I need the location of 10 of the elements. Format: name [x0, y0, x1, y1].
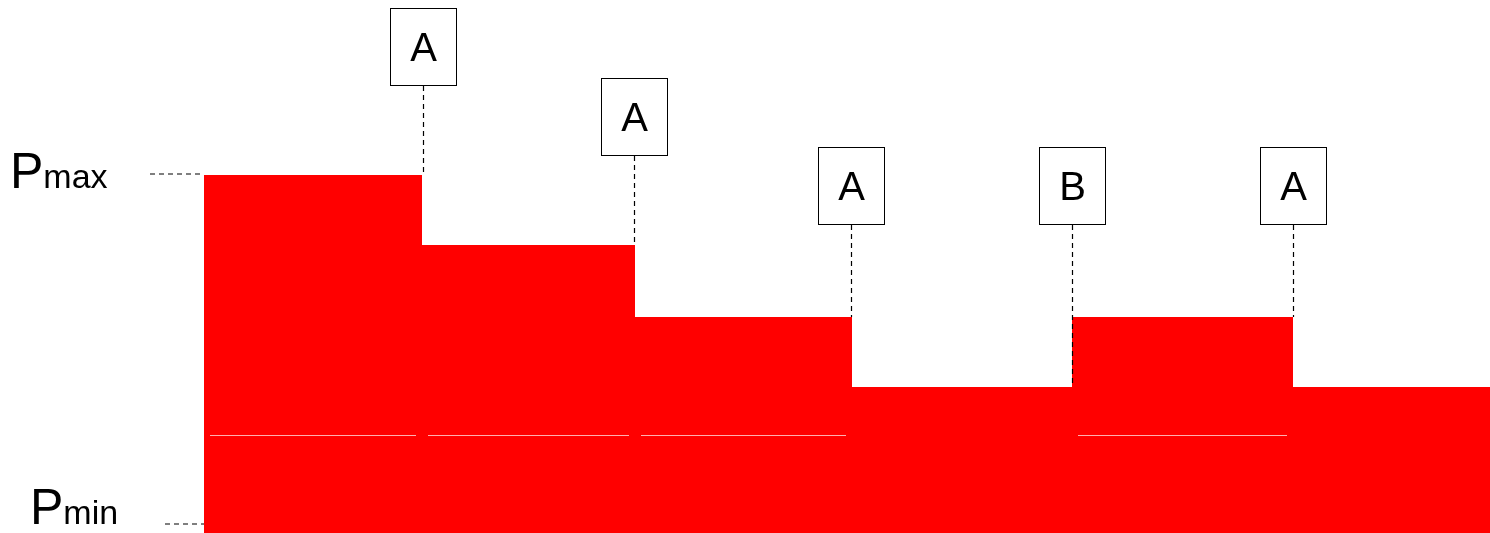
marker-box: A	[1260, 147, 1327, 225]
marker-box: A	[390, 8, 457, 86]
leader-line	[164, 523, 205, 525]
marker-box: B	[1039, 147, 1106, 225]
marker-box: A	[601, 78, 668, 156]
step-bar	[1293, 387, 1490, 533]
leader-line	[1292, 224, 1295, 318]
leader-line	[850, 224, 853, 318]
marker-box: A	[818, 147, 885, 225]
step-bar	[204, 175, 422, 533]
